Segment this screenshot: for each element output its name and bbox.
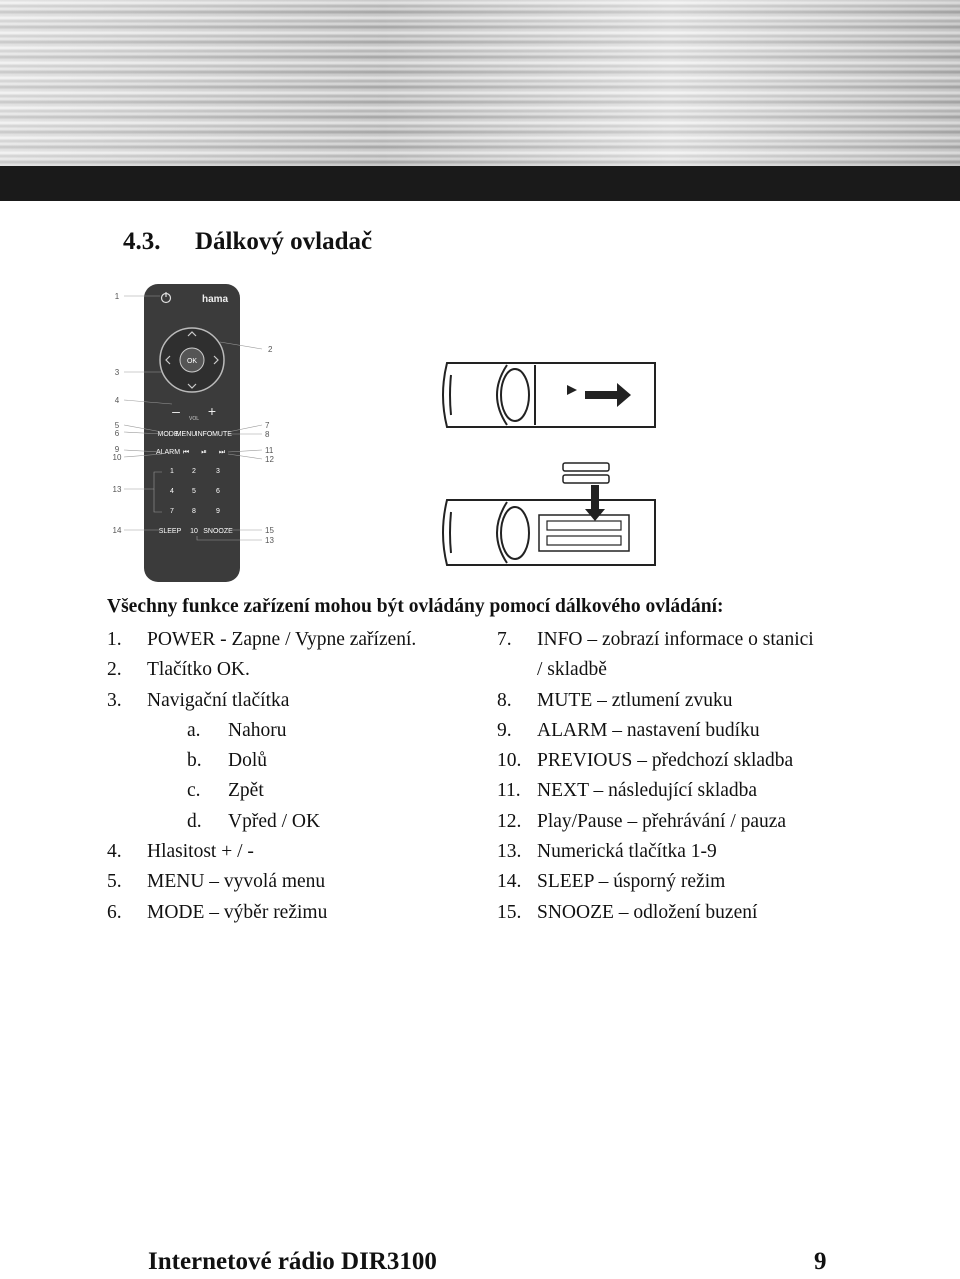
callout-7: 7 xyxy=(265,421,270,430)
list-item-continuation: / skladbě xyxy=(537,659,607,681)
footer-title: Internetové rádio DIR3100 xyxy=(148,1248,437,1275)
slide-arrow-icon xyxy=(585,383,631,407)
list-subitem: b.Dolů xyxy=(187,750,267,772)
callout-4: 4 xyxy=(115,396,120,405)
mode-key: MODE xyxy=(158,431,179,438)
intro-text: Všechny funkce zařízení mohou být ovládá… xyxy=(107,596,724,617)
remote-brand: hama xyxy=(202,294,229,305)
callout-6: 6 xyxy=(115,429,120,438)
sleep-key: SLEEP xyxy=(159,528,182,535)
callout-1: 1 xyxy=(115,292,120,301)
list-item: 15.SNOOZE – odložení buzení xyxy=(497,901,758,923)
list-item: 3.Navigační tlačítka xyxy=(107,689,290,711)
page-number: 9 xyxy=(814,1248,827,1275)
list-subitem: a.Nahoru xyxy=(187,719,287,741)
vol-plus: + xyxy=(208,403,216,419)
ok-label: OK xyxy=(187,358,197,365)
callout-5: 5 xyxy=(115,421,120,430)
list-subitem: d.Vpřed / OK xyxy=(187,810,321,832)
callout-15: 15 xyxy=(265,526,274,535)
battery-compartment-step xyxy=(442,499,656,566)
numeric-keypad: 1 2 3 4 5 6 7 8 9 xyxy=(170,468,220,515)
ok-key xyxy=(179,347,205,373)
function-list-right: 7.INFO – zobrazí informace o stanici / s… xyxy=(497,625,814,928)
function-list-left: 1.POWER - Zapne / Vypne zařízení. 2.Tlač… xyxy=(107,625,416,928)
key-6: 6 xyxy=(216,488,220,495)
nav-down-icon xyxy=(187,383,197,389)
section-heading: Dálkový ovladač xyxy=(195,228,373,255)
list-item: 9.ALARM – nastavení budíku xyxy=(497,719,760,741)
callout-13-right: 13 xyxy=(265,536,274,545)
remote-control-figure: hama OK – + VOL MODE MENU INFO MUTE ALAR… xyxy=(113,284,274,582)
menu-key: MENU xyxy=(176,431,197,438)
key-1: 1 xyxy=(170,468,174,475)
callout-9: 9 xyxy=(115,445,120,454)
callout-13-left: 13 xyxy=(113,485,122,494)
key-8: 8 xyxy=(192,508,196,515)
list-subitem: c.Zpět xyxy=(187,780,264,802)
list-item: 12.Play/Pause – přehrávání / pauza xyxy=(497,810,787,832)
list-item: 13.Numerická tlačítka 1-9 xyxy=(497,841,717,863)
list-item: 1.POWER - Zapne / Vypne zařízení. xyxy=(107,629,417,650)
callout-14: 14 xyxy=(113,526,122,535)
list-item: 6.MODE – výběr režimu xyxy=(107,901,328,923)
play-pause-key: ⏯ xyxy=(201,449,207,456)
slide-tab-icon xyxy=(567,385,577,395)
list-item: 10.PREVIOUS – předchozí skladba xyxy=(497,750,794,772)
batteries-icon xyxy=(562,462,610,484)
list-item: 14.SLEEP – úsporný režim xyxy=(497,871,726,893)
info-key: INFO xyxy=(196,431,213,438)
nav-up-icon xyxy=(187,331,197,337)
nav-right-icon xyxy=(213,355,219,365)
list-item: 2.Tlačítko OK. xyxy=(107,659,250,681)
section-title: 4.3. Dálkový ovladač xyxy=(123,228,372,256)
callout-2: 2 xyxy=(268,345,273,354)
key-4: 4 xyxy=(170,488,174,495)
header-band xyxy=(0,0,960,166)
list-item: 11.NEXT – následující skladba xyxy=(497,780,758,802)
callout-10: 10 xyxy=(113,453,122,462)
callout-3: 3 xyxy=(115,368,120,377)
nav-left-icon xyxy=(165,355,171,365)
next-key: ⏭ xyxy=(219,449,226,456)
previous-key: ⏮ xyxy=(183,449,189,456)
key-10: 10 xyxy=(190,528,198,535)
list-item: 4.Hlasitost + / - xyxy=(107,841,254,863)
key-9: 9 xyxy=(216,508,220,515)
key-5: 5 xyxy=(192,488,196,495)
snooze-key: SNOOZE xyxy=(203,528,233,535)
callout-11: 11 xyxy=(265,446,274,455)
section-number: 4.3. xyxy=(123,228,161,255)
mute-key: MUTE xyxy=(212,431,232,438)
key-7: 7 xyxy=(170,508,174,515)
key-2: 2 xyxy=(192,468,196,475)
vol-minus: – xyxy=(172,403,180,419)
list-item: 8.MUTE – ztlumení zvuku xyxy=(497,689,733,711)
vol-label: VOL xyxy=(189,416,199,422)
insert-arrow-icon xyxy=(585,485,605,521)
callout-8: 8 xyxy=(265,430,270,439)
key-3: 3 xyxy=(216,468,220,475)
function-row-1: MODE MENU INFO MUTE xyxy=(158,431,233,438)
callout-12: 12 xyxy=(265,455,274,464)
list-item: 7.INFO – zobrazí informace o stanici xyxy=(497,629,814,650)
list-item: 5.MENU – vyvolá menu xyxy=(107,871,326,893)
battery-cover-open-step xyxy=(442,362,656,428)
function-row-2: ALARM ⏮ ⏯ ⏭ xyxy=(156,449,226,456)
alarm-key: ALARM xyxy=(156,449,180,456)
battery-cover-figure xyxy=(442,362,656,566)
header-bar xyxy=(0,166,960,201)
